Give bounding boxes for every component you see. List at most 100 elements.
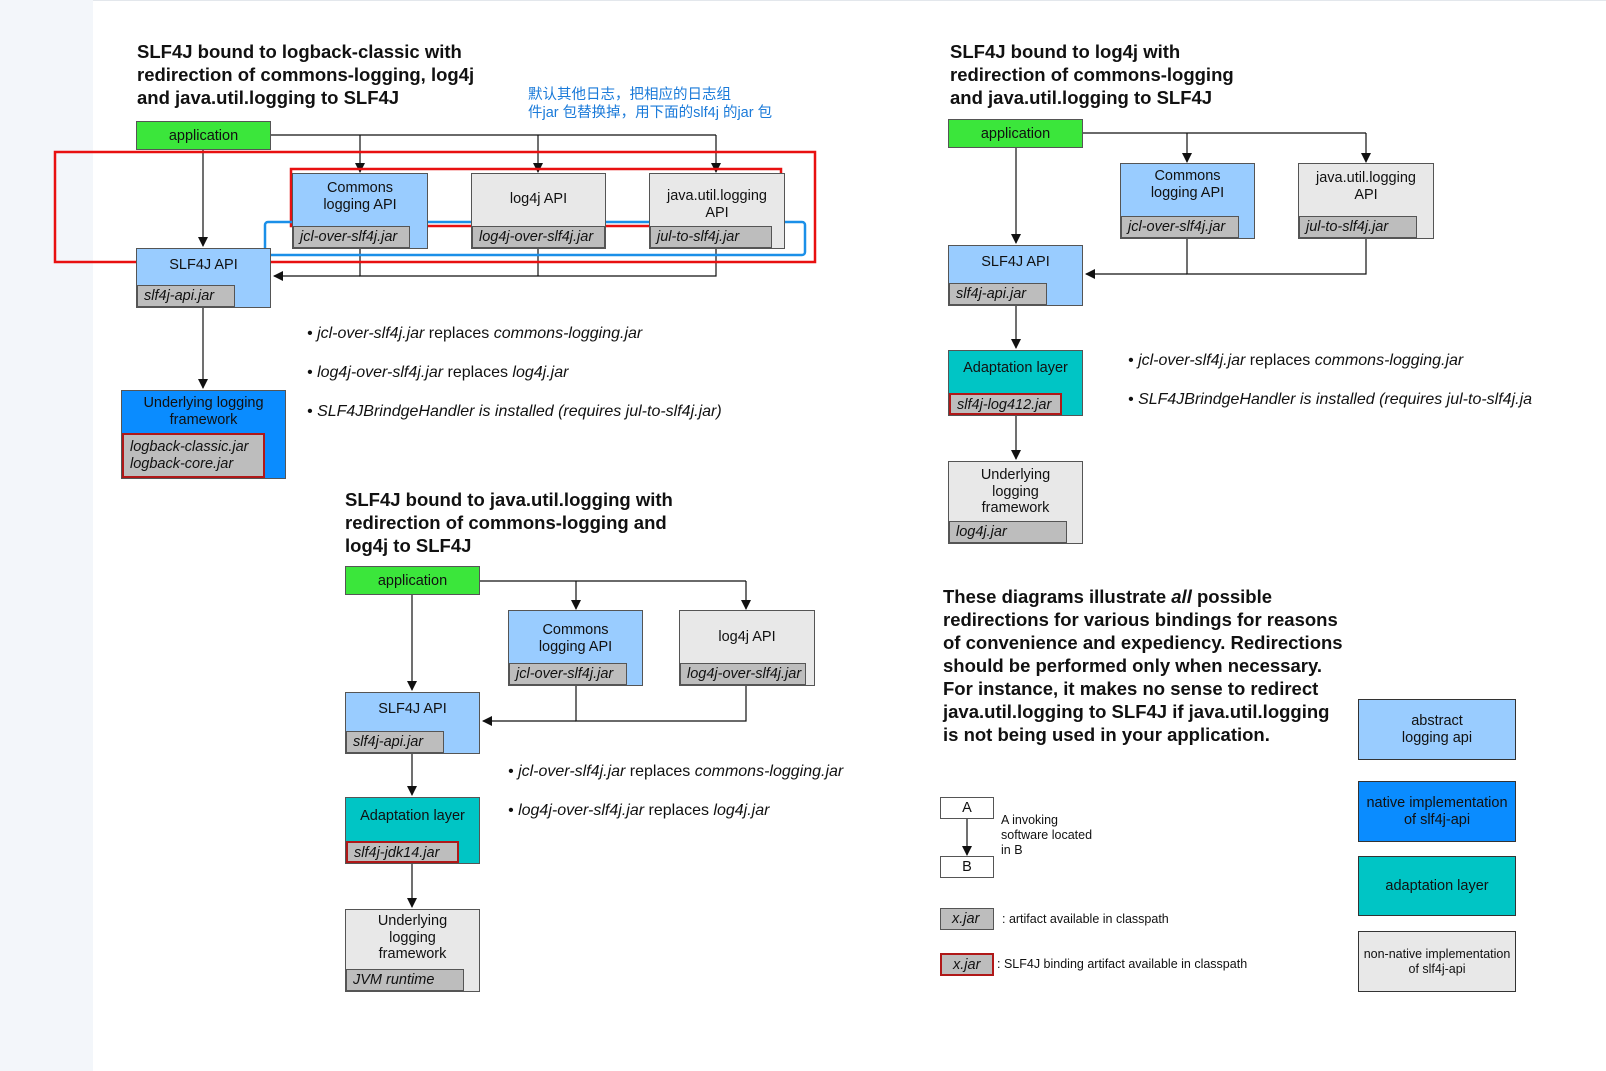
- explanation-pre: These diagrams illustrate: [943, 586, 1172, 607]
- jul-to-slf4j-jar: jul-to-slf4j.jar: [650, 226, 772, 248]
- d2-jul-api-box: java.util.logging API jul-to-slf4j.jar: [1298, 163, 1434, 239]
- bullet: •: [307, 402, 313, 420]
- slf4j-api-label: SLF4J API: [981, 254, 1050, 270]
- underlying-framework-label: Underlying logging framework: [143, 395, 264, 428]
- bullet: •: [508, 801, 514, 819]
- legend-box-b: B: [940, 856, 994, 878]
- note-target: commons-logging.jar: [694, 762, 844, 780]
- log4j-over-slf4j-jar: log4j-over-slf4j.jar: [472, 226, 605, 248]
- note-jar: jcl-over-slf4j.jar: [518, 762, 626, 780]
- log4j-api-label: log4j API: [718, 629, 776, 645]
- commons-logging-label: Commons logging API: [323, 180, 397, 213]
- diagram3-title: SLF4J bound to java.util.logging with re…: [345, 489, 673, 556]
- bullet: •: [1128, 351, 1134, 369]
- jcl-over-slf4j-jar: jcl-over-slf4j.jar: [293, 226, 410, 248]
- application-label: application: [980, 126, 1051, 142]
- d3-slf4j-api-box: SLF4J API slf4j-api.jar: [345, 692, 480, 754]
- legend-box-a: A: [940, 797, 994, 819]
- legend-artifact-text: : artifact available in classpath: [1002, 912, 1169, 926]
- bullet: •: [307, 363, 313, 381]
- jcl-over-slf4j-jar: jcl-over-slf4j.jar: [1121, 216, 1239, 238]
- jcl-over-slf4j-jar: jcl-over-slf4j.jar: [509, 663, 627, 685]
- d1-jul-api-box: java.util.logging API jul-to-slf4j.jar: [649, 173, 785, 249]
- slf4j-api-jar: slf4j-api.jar: [346, 731, 444, 753]
- legend-binding-jar: x.jar: [940, 953, 994, 976]
- note-replaces: replaces: [625, 762, 695, 780]
- note-bridge: SLF4JBrindgeHandler is installed (requir…: [317, 402, 722, 420]
- slf4j-api-label: SLF4J API: [169, 257, 238, 273]
- slf4j-api-label: SLF4J API: [378, 701, 447, 717]
- note-jar: log4j-over-slf4j.jar: [518, 801, 645, 819]
- note-jar: jcl-over-slf4j.jar: [1138, 351, 1246, 369]
- d1-notes: • jcl-over-slf4j.jar replaces commons-lo…: [307, 304, 722, 441]
- legend-abstract-api: abstract logging api: [1358, 699, 1516, 760]
- commons-logging-label: Commons logging API: [1150, 168, 1225, 201]
- explanation-emphasis: all: [1171, 586, 1192, 607]
- slf4j-api-jar: slf4j-api.jar: [949, 283, 1047, 305]
- underlying-framework-label: Underlying logging framework: [377, 913, 448, 962]
- jul-api-label: java.util.logging API: [667, 188, 767, 221]
- d1-commons-logging-box: Commons logging API jcl-over-slf4j.jar: [292, 173, 428, 249]
- d3-notes: • jcl-over-slf4j.jar replaces commons-lo…: [508, 742, 843, 840]
- logback-jars: logback-classic.jar logback-core.jar: [122, 433, 265, 478]
- chinese-annotation: 默认其他日志，把相应的日志组 件jar 包替换掉，用下面的slf4j 的jar …: [528, 87, 773, 121]
- bullet: •: [307, 324, 313, 342]
- diagram2-title: SLF4J bound to log4j with redirection of…: [950, 41, 1234, 108]
- legend-artifact-jar: x.jar: [940, 908, 994, 930]
- jul-to-slf4j-jar: jul-to-slf4j.jar: [1299, 216, 1417, 238]
- jvm-runtime-jar: JVM runtime: [346, 969, 464, 991]
- commons-logging-label: Commons logging API: [538, 622, 613, 655]
- d3-log4j-api-box: log4j API log4j-over-slf4j.jar: [679, 610, 815, 686]
- note-target: log4j.jar: [512, 363, 569, 381]
- d2-slf4j-api-box: SLF4J API slf4j-api.jar: [948, 245, 1083, 306]
- log4j-jar: log4j.jar: [949, 521, 1067, 543]
- legend-adaptation-layer: adaptation layer: [1358, 856, 1516, 916]
- slf4j-log412-jar: slf4j-log412.jar: [949, 393, 1062, 415]
- d2-underlying-framework-box: Underlying logging framework log4j.jar: [948, 461, 1083, 544]
- d2-application-box: application: [948, 119, 1083, 148]
- d1-underlying-framework-box: Underlying logging framework logback-cla…: [121, 390, 286, 479]
- note-jar: jcl-over-slf4j.jar: [317, 324, 425, 342]
- jul-api-label: java.util.logging API: [1316, 170, 1416, 203]
- log4j-api-label: log4j API: [509, 191, 568, 207]
- note-target: commons-logging.jar: [493, 324, 643, 342]
- note-bridge: SLF4JBrindgeHandler is installed (requir…: [1138, 390, 1533, 408]
- legend-binding-text: : SLF4J binding artifact available in cl…: [997, 957, 1248, 971]
- left-margin-strip: [0, 0, 93, 1071]
- top-border: [93, 0, 1606, 1]
- note-jar: log4j-over-slf4j.jar: [317, 363, 444, 381]
- slf4j-jdk14-jar: slf4j-jdk14.jar: [346, 841, 459, 863]
- d2-notes: • jcl-over-slf4j.jar replaces commons-lo…: [1128, 331, 1532, 429]
- legend-non-native-impl: non-native implementation of slf4j-api: [1358, 931, 1516, 992]
- explanation-post: possible redirections for various bindin…: [943, 586, 1343, 745]
- adaptation-layer-label: Adaptation layer: [963, 360, 1068, 376]
- d1-application-box: application: [136, 121, 271, 150]
- d3-application-box: application: [345, 566, 480, 595]
- note-target: commons-logging.jar: [1314, 351, 1464, 369]
- d3-commons-logging-box: Commons logging API jcl-over-slf4j.jar: [508, 610, 643, 686]
- note-replaces: replaces: [1245, 351, 1315, 369]
- note-replaces: replaces: [644, 801, 714, 819]
- d2-adaptation-layer-box: Adaptation layer slf4j-log412.jar: [948, 350, 1083, 416]
- d3-underlying-framework-box: Underlying logging framework JVM runtime: [345, 909, 480, 992]
- note-target: log4j.jar: [713, 801, 770, 819]
- log4j-over-slf4j-jar: log4j-over-slf4j.jar: [680, 663, 806, 685]
- adaptation-layer-label: Adaptation layer: [360, 808, 465, 824]
- legend-native-impl: native implementation of slf4j-api: [1358, 781, 1516, 842]
- note-replaces: replaces: [443, 363, 513, 381]
- slf4j-api-jar: slf4j-api.jar: [137, 285, 235, 307]
- underlying-framework-label: Underlying logging framework: [980, 467, 1051, 516]
- bullet: •: [1128, 390, 1134, 408]
- diagram1-title: SLF4J bound to logback-classic with redi…: [137, 41, 475, 108]
- explanation-paragraph: These diagrams illustrate all possible r…: [943, 585, 1343, 746]
- note-replaces: replaces: [424, 324, 494, 342]
- bullet: •: [508, 762, 514, 780]
- application-label: application: [377, 573, 448, 589]
- d1-slf4j-api-box: SLF4J API slf4j-api.jar: [136, 248, 271, 308]
- legend-invoke-text: A invoking software located in B: [1001, 813, 1093, 857]
- application-label: application: [168, 128, 239, 144]
- d2-commons-logging-box: Commons logging API jcl-over-slf4j.jar: [1120, 163, 1255, 239]
- d1-log4j-api-box: log4j API log4j-over-slf4j.jar: [471, 173, 606, 249]
- d3-adaptation-layer-box: Adaptation layer slf4j-jdk14.jar: [345, 797, 480, 864]
